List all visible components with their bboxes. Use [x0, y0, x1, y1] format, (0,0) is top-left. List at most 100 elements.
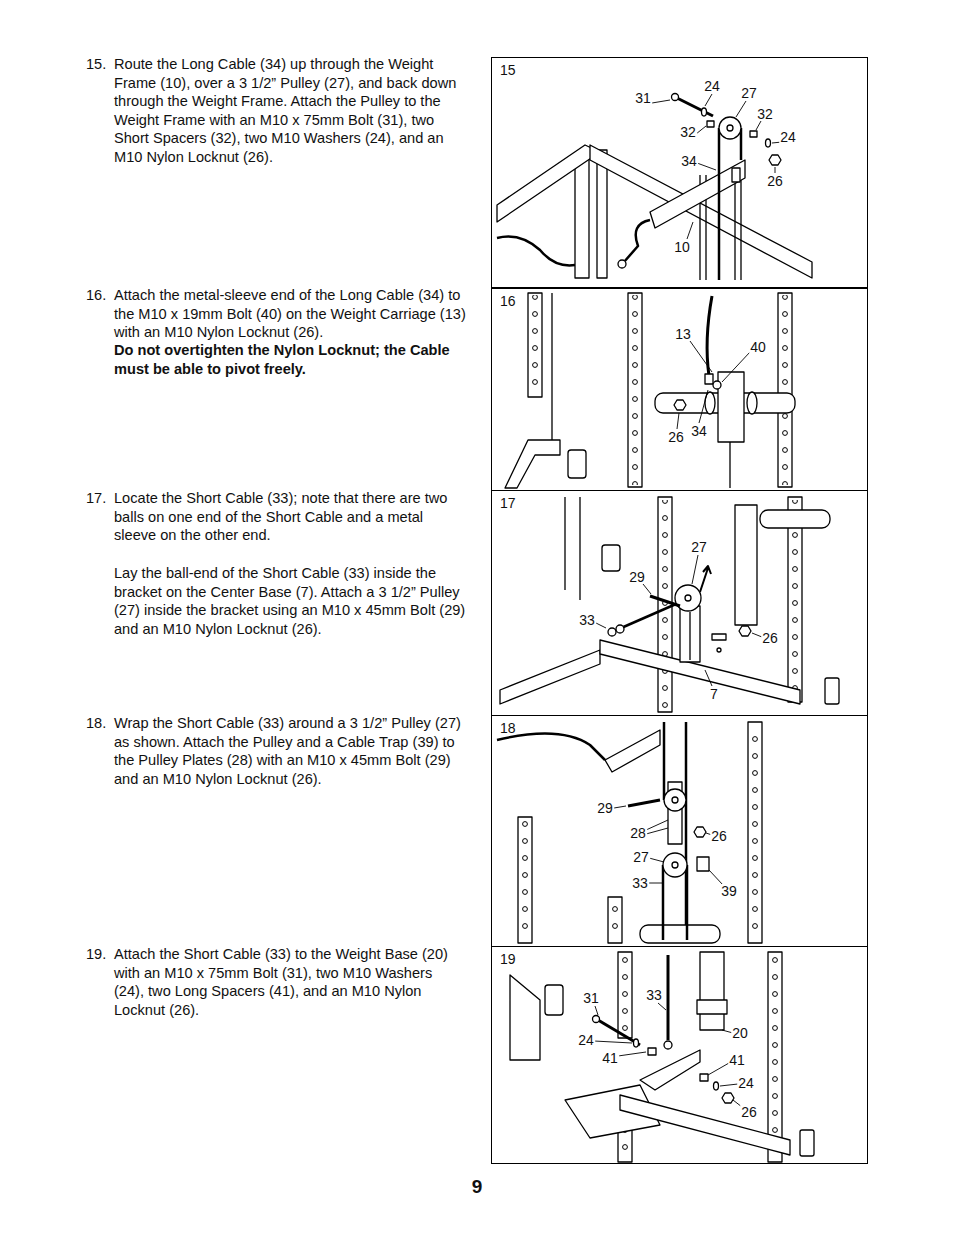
- callout-number: 33: [645, 988, 663, 1002]
- carriage-drawing: [674, 400, 686, 410]
- weight-base-drawing: [620, 955, 630, 1035]
- leader-line: [643, 584, 651, 594]
- pulley-plates-drawing: [697, 857, 709, 871]
- leader-line: [594, 1041, 632, 1043]
- weight-base-drawing: [593, 1016, 600, 1023]
- carriage-drawing: [780, 295, 790, 485]
- step-number: 18.: [86, 714, 106, 733]
- callout-number: 34: [690, 424, 708, 438]
- weight-base-drawing: [640, 1050, 700, 1090]
- carriage-drawing: [778, 293, 792, 487]
- leader-line: [614, 806, 723, 885]
- leader-line: [687, 222, 693, 239]
- center-base-drawing: [790, 500, 800, 700]
- callout-number: 33: [631, 876, 649, 890]
- leader-line: [696, 126, 706, 134]
- leader-line: [772, 142, 782, 143]
- weight-frame-drawing: [597, 150, 607, 278]
- leader-line: [705, 670, 712, 686]
- weight-base-drawing: [768, 952, 782, 1162]
- center-base-drawing: [689, 612, 690, 660]
- carriage-drawing: [528, 293, 542, 397]
- center-base-drawing: [700, 566, 711, 592]
- leader-line: [658, 1003, 666, 1010]
- callout-number: 27: [690, 540, 708, 554]
- carriage-drawing: [718, 372, 744, 442]
- center-base-drawing: [660, 500, 670, 710]
- leader-line: [690, 341, 712, 372]
- leader-line: [595, 1006, 598, 1015]
- weight-base-drawing: [618, 952, 632, 1038]
- step-number: 17: [492, 491, 524, 516]
- weight-frame-drawing: [497, 237, 575, 266]
- carriage-drawing: [713, 381, 721, 389]
- assembly-illustration: [497, 94, 839, 1163]
- center-base-drawing: [500, 650, 600, 704]
- weight-base-drawing: [510, 975, 540, 1060]
- leader-line: [677, 413, 679, 429]
- weight-base-drawing: [667, 955, 670, 1040]
- step-number: 16: [492, 289, 524, 314]
- carriage-drawing: [628, 293, 642, 487]
- leader-line: [648, 883, 662, 884]
- weight-frame-drawing: [497, 145, 812, 280]
- carriage-drawing: [729, 442, 730, 488]
- callout-number: 24: [737, 1076, 755, 1090]
- center-base-drawing: [608, 628, 616, 636]
- callout-number: 28: [629, 826, 647, 840]
- callout-number: 20: [731, 1026, 749, 1040]
- instruction-text: Wrap the Short Cable (33) around a 3 1/2…: [114, 714, 466, 788]
- pulley-plates-drawing: [520, 820, 530, 940]
- leader-line: [736, 101, 746, 117]
- weight-frame-drawing: [497, 145, 600, 222]
- carriage-drawing: [747, 392, 757, 414]
- pulley-plates-drawing: [518, 817, 532, 943]
- weight-base-drawing: [800, 1130, 814, 1156]
- carriage-drawing: [551, 293, 552, 440]
- leader-line: [752, 633, 762, 637]
- step-number: 15: [492, 58, 524, 83]
- leader-line: [596, 623, 606, 628]
- center-base-drawing: [500, 497, 839, 712]
- weight-base-drawing: [697, 1000, 727, 1014]
- callout-number: 26: [710, 829, 728, 843]
- leader-line: [618, 1052, 646, 1056]
- pulley-and-cable-drawing: [707, 121, 714, 127]
- leader-line: [706, 833, 712, 835]
- callout-number: 24: [577, 1033, 595, 1047]
- pulley-plates-drawing: [664, 789, 686, 811]
- callout-number: 41: [728, 1053, 746, 1067]
- weight-base-drawing: [634, 1039, 639, 1047]
- carriage-drawing: [505, 293, 795, 488]
- leader-line: [677, 341, 750, 429]
- leader-line: [775, 167, 776, 173]
- pulley-plates-drawing: [686, 865, 689, 940]
- step-panel: 16: [491, 288, 868, 491]
- weight-base-drawing: [545, 985, 563, 1015]
- leader-line: [692, 555, 698, 584]
- step-number: 19: [492, 947, 524, 972]
- center-base-drawing: [712, 634, 726, 640]
- step-panel: 17: [491, 490, 868, 716]
- carriage-drawing: [707, 296, 712, 376]
- pulley-plates-drawing: [663, 853, 687, 877]
- center-base-drawing: [602, 545, 620, 571]
- pulley-and-cable-drawing: [750, 131, 757, 137]
- pulley-plates-drawing: [662, 865, 665, 940]
- step-panel: 15: [491, 57, 868, 288]
- leader-line: [646, 100, 670, 104]
- weight-frame-drawing: [650, 160, 745, 228]
- pulley-plates-drawing: [694, 827, 706, 837]
- pulley-and-cable-drawing: [672, 94, 679, 101]
- pulley-and-cable-drawing: [702, 108, 707, 116]
- carriage-drawing: [530, 295, 540, 395]
- step-panel: 19: [491, 946, 868, 1164]
- weight-base-drawing: [700, 952, 724, 1030]
- step-number: 19.: [86, 945, 106, 964]
- step-number: 17.: [86, 489, 106, 508]
- leader-line: [756, 121, 761, 130]
